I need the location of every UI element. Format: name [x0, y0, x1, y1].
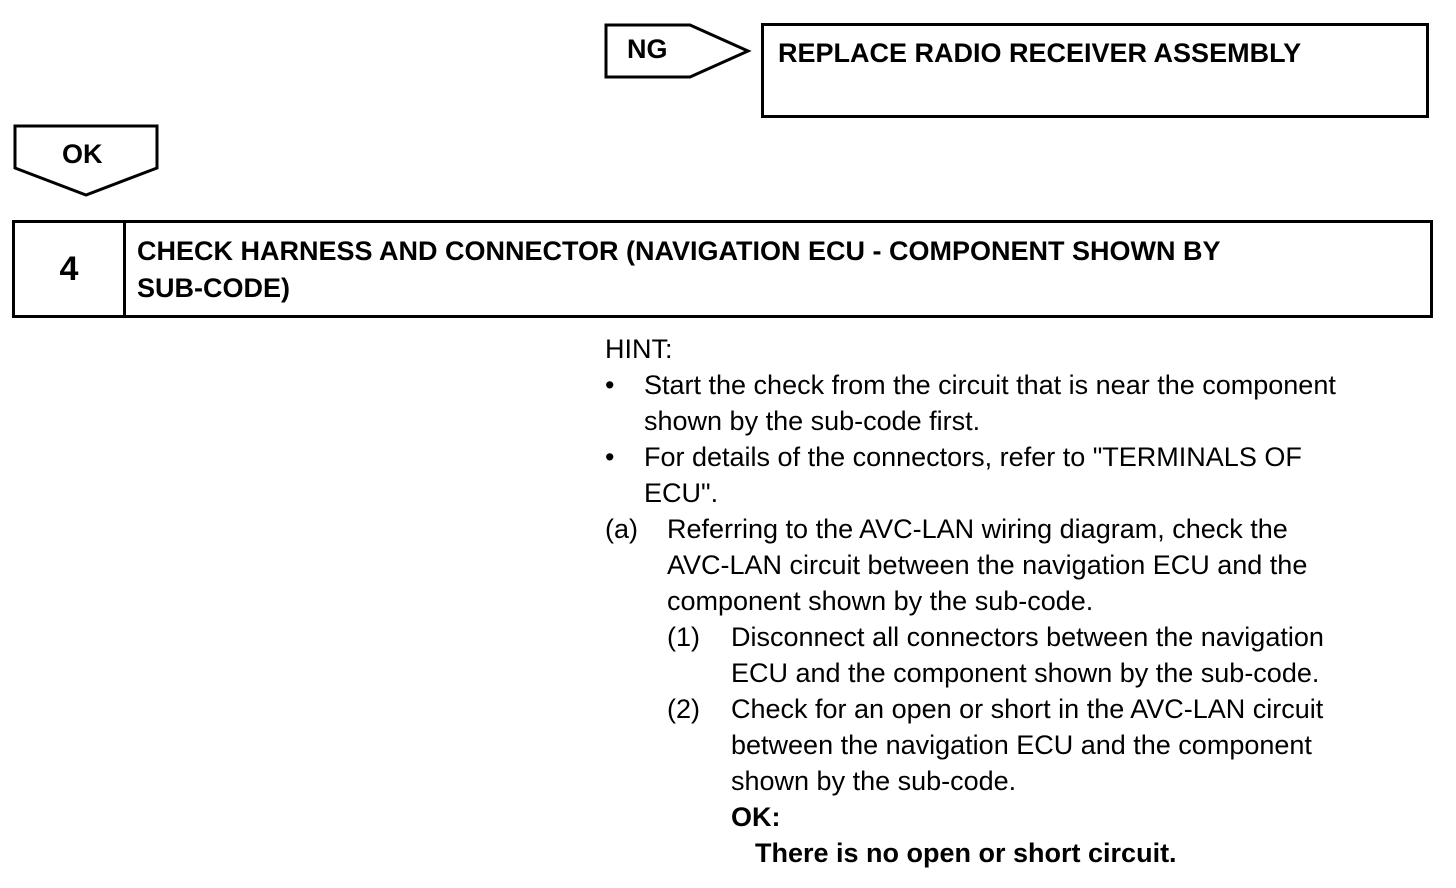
ok-arrow-tag [13, 124, 159, 197]
step-number: 4 [59, 249, 79, 288]
step-divider [123, 223, 126, 315]
hint-bullet-2-line-1: For details of the connectors, refer to … [644, 442, 1302, 472]
hint-bullet-1-line-1: Start the check from the circuit that is… [644, 370, 1336, 400]
hint-bullet-1-line-2: shown by the sub-code first. [644, 406, 981, 436]
hint-heading: HINT: [605, 334, 673, 364]
result-label: OK: [731, 802, 781, 832]
procedure-a-line-3: component shown by the sub-code. [667, 586, 1094, 616]
sub-step-1-line-1: Disconnect all connectors between the na… [731, 622, 1324, 652]
sub-step-2-line-2: between the navigation ECU and the compo… [731, 730, 1312, 760]
ok-label: OK [62, 139, 103, 169]
ng-arrow-tag [604, 23, 752, 79]
step-header: 4 CHECK HARNESS AND CONNECTOR (NAVIGATIO… [12, 220, 1433, 318]
step-title-line-2: SUB-CODE) [137, 273, 290, 303]
sub-step-2-line-3: shown by the sub-code. [731, 766, 1017, 796]
ng-label: NG [627, 34, 668, 64]
step-title-line-1: CHECK HARNESS AND CONNECTOR (NAVIGATION … [137, 236, 1221, 266]
ng-action-text: REPLACE RADIO RECEIVER ASSEMBLY [778, 38, 1302, 68]
procedure-a-line-2: AVC-LAN circuit between the navigation E… [667, 550, 1308, 580]
hint-bullet-1-marker: • [605, 370, 615, 400]
sub-step-1-marker: (1) [667, 622, 700, 652]
procedure-a-marker: (a) [605, 514, 638, 544]
hint-bullet-2-marker: • [605, 442, 615, 472]
procedure-a-line-1: Referring to the AVC-LAN wiring diagram,… [667, 514, 1288, 544]
hint-bullet-2-line-2: ECU". [644, 478, 719, 508]
sub-step-2-line-1: Check for an open or short in the AVC-LA… [731, 694, 1324, 724]
ng-action-box: REPLACE RADIO RECEIVER ASSEMBLY [761, 23, 1429, 118]
result-text: There is no open or short circuit. [755, 838, 1177, 868]
sub-step-2-marker: (2) [667, 694, 700, 724]
sub-step-1-line-2: ECU and the component shown by the sub-c… [731, 658, 1320, 688]
step-title: CHECK HARNESS AND CONNECTOR (NAVIGATION … [137, 233, 1417, 307]
